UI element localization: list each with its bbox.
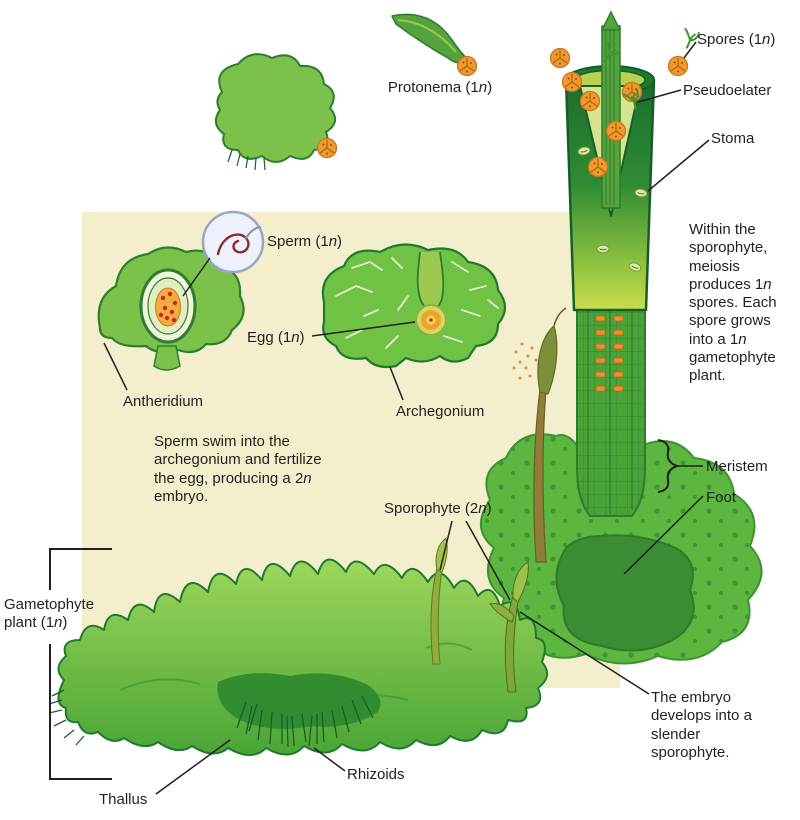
foot-label: Foot xyxy=(706,489,737,506)
leader-thallus xyxy=(155,739,231,795)
antheridium-label: Antheridium xyxy=(123,393,204,410)
meristem-label: Meristem xyxy=(706,458,768,475)
sporophyte-stalk-art xyxy=(576,305,646,517)
leader-pseudoelater xyxy=(637,89,682,103)
leader-embryo xyxy=(519,611,650,695)
antheridium-art xyxy=(97,246,245,371)
thallus-label: Thallus xyxy=(99,791,148,808)
leader-antheridium xyxy=(103,342,128,391)
leader-egg xyxy=(311,321,416,337)
sporophyte-capsule-art xyxy=(549,10,700,312)
meiosis-paragraph: Within the sporophyte, meiosis produces … xyxy=(689,221,777,385)
archegonium-art xyxy=(321,243,507,369)
spore-speckles xyxy=(512,342,538,380)
gametophyte-base-art xyxy=(480,433,763,665)
leader-spores xyxy=(683,41,697,59)
young-gametophyte-art xyxy=(214,53,338,171)
spore xyxy=(561,71,583,93)
slender-sporophyte-art xyxy=(512,307,567,563)
young-sporophyte-art xyxy=(430,537,529,693)
foot-art xyxy=(555,534,695,652)
sperm-cells xyxy=(158,291,178,323)
thallus-art xyxy=(48,558,549,756)
fertilization-paragraph: Sperm swim into the archegonium and fert… xyxy=(154,433,322,505)
rhizoids-label: Rhizoids xyxy=(347,766,405,783)
archegonium-canal xyxy=(416,251,445,311)
columella xyxy=(600,10,622,209)
leader-sporophyte-right xyxy=(465,520,511,601)
sperm-inset-art xyxy=(201,210,265,274)
gametophyte-bracket xyxy=(49,548,112,780)
archegonium-label: Archegonium xyxy=(396,403,485,420)
leader-sporophyte-left xyxy=(439,520,453,571)
protonema-art xyxy=(391,13,478,77)
stoma-icon xyxy=(596,244,610,254)
spores-label: Spores (1n) xyxy=(697,31,776,48)
leader-archegonium xyxy=(389,366,404,401)
leader-stoma xyxy=(647,139,710,192)
sporophyte-label: Sporophyte (2n) xyxy=(384,500,492,517)
meristem-cells xyxy=(595,315,624,392)
pseudoelater-label: Pseudoelater xyxy=(683,82,772,99)
egg-label: Egg (1n) xyxy=(247,329,305,346)
rhizoids-art xyxy=(236,695,374,748)
leader-lines xyxy=(103,41,710,795)
cell-walls xyxy=(335,257,499,349)
thallus-dark-center xyxy=(217,673,381,729)
spore xyxy=(549,47,571,69)
leader-rhizoids xyxy=(313,747,346,772)
thallus-fringe xyxy=(48,689,85,746)
egg-art xyxy=(415,304,447,336)
sperm-icon xyxy=(216,233,250,256)
protonema-label: Protonema (1n) xyxy=(387,79,493,96)
embryo-paragraph: The embryo develops into a slender sporo… xyxy=(651,689,752,761)
leader-sperm-inset xyxy=(182,257,211,297)
stoma-label: Stoma xyxy=(711,130,755,147)
gametophyte-plant-label: Gametophyte plant (1n) xyxy=(4,596,95,631)
spore xyxy=(667,55,689,77)
spore xyxy=(316,137,338,159)
spore xyxy=(587,156,609,178)
spore xyxy=(456,55,478,77)
sperm-label: Sperm (1n) xyxy=(267,233,343,250)
spore xyxy=(605,120,627,142)
spore xyxy=(579,90,601,112)
leader-foot xyxy=(623,495,704,575)
